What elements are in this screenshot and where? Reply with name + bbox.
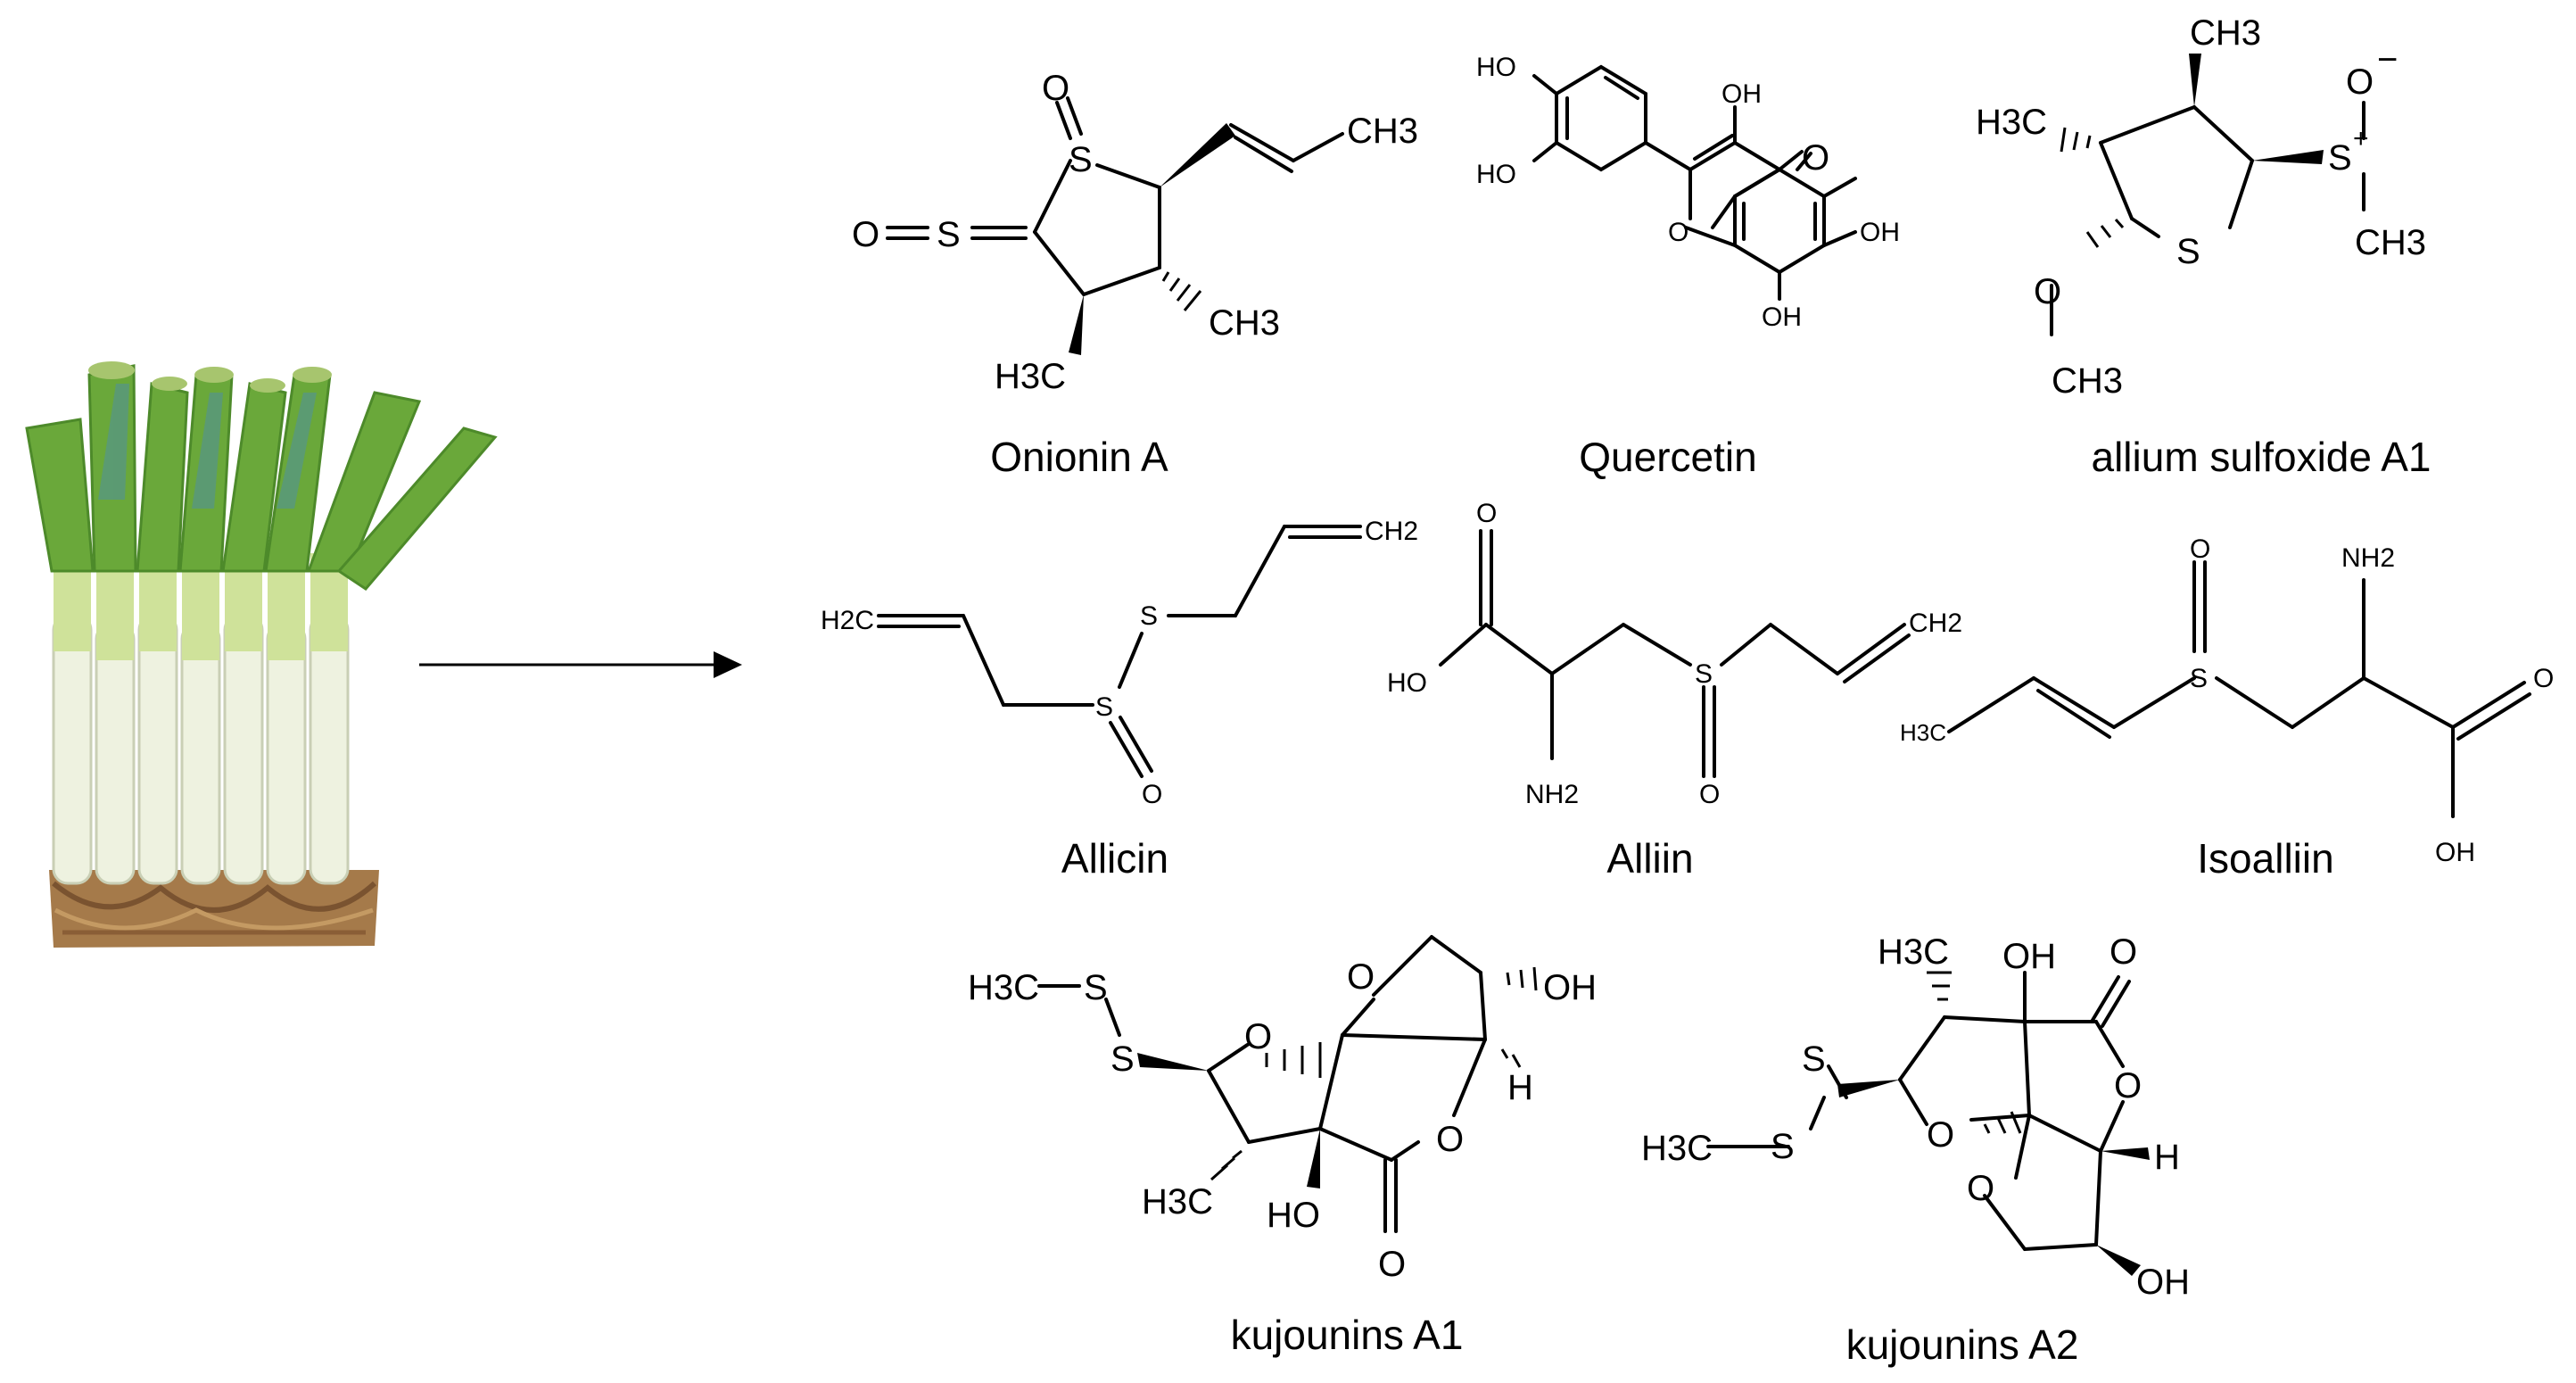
- atom-h3c: H3C: [968, 968, 1039, 1007]
- atom-o: O: [1699, 780, 1720, 809]
- atom-ch2: CH2: [1909, 609, 1962, 638]
- atom-o: O: [2346, 62, 2374, 102]
- atom-s: S: [1771, 1127, 1795, 1166]
- compound-label: Quercetin: [1579, 434, 1756, 480]
- atom-o: O: [2190, 534, 2210, 564]
- atom-s: S: [1084, 968, 1108, 1007]
- atom-oh: OH: [1543, 968, 1597, 1007]
- compound-label: Onionin A: [990, 434, 1168, 480]
- structure-kujounins-a1: H3C S S O O O OH H H3C HO O kujounins A1: [968, 935, 1597, 1358]
- atom-oh: OH: [1721, 79, 1762, 109]
- atom-o: O: [1802, 138, 1829, 178]
- atom-h3c: H3C: [1976, 103, 2047, 142]
- atom-s: S: [2190, 664, 2208, 693]
- atom-oh: OH: [2435, 838, 2475, 867]
- atom-s: S: [1095, 692, 1113, 722]
- atom-s: S: [937, 215, 961, 254]
- atom-o: O: [2110, 932, 2137, 972]
- atom-o: O: [1347, 957, 1375, 997]
- atom-ch3: CH3: [1347, 112, 1418, 151]
- atom-h3c: H3C: [995, 357, 1066, 396]
- charge-plus: +: [2353, 124, 2369, 153]
- atom-o: O: [1244, 1017, 1272, 1056]
- compound-label: Allicin: [1061, 835, 1168, 882]
- atom-o: O: [1436, 1120, 1464, 1159]
- structure-alliin: O HO NH2 S O CH2 Alliin: [1387, 499, 1962, 882]
- atom-o: O: [1142, 780, 1162, 809]
- structure-onionin-a: S O S O CH3 CH3 H3C Onionin A: [852, 69, 1418, 480]
- atom-h: H: [1507, 1068, 1533, 1107]
- atom-s: S: [1695, 659, 1713, 689]
- atom-h3c: H3C: [1900, 719, 1946, 746]
- structure-kujounins-a2: H3C OH O S S H3C O O O H OH kujounins A2: [1641, 932, 2190, 1368]
- atom-s: S: [2328, 138, 2352, 178]
- atom-nh2: NH2: [2341, 543, 2395, 573]
- charge-minus: −: [2377, 40, 2398, 79]
- atom-s: S: [1140, 601, 1158, 631]
- atom-h3c: H3C: [1641, 1129, 1713, 1168]
- atom-ho: HO: [1476, 160, 1516, 189]
- atom-s: S: [1069, 140, 1093, 179]
- structure-allicin: H2C CH2 S S O Allicin: [821, 517, 1418, 882]
- leek-bunch-icon: [25, 361, 498, 948]
- atom-nh2: NH2: [1525, 780, 1579, 809]
- structure-allium-sulfoxide-a1: CH3 H3C S S + O − CH3 O CH3 allium sulfo…: [1976, 13, 2431, 480]
- atom-ch3: CH3: [1209, 303, 1280, 343]
- atom-o: O: [1927, 1115, 1954, 1155]
- atom-s: S: [2176, 232, 2200, 271]
- atom-o: O: [1476, 499, 1497, 528]
- atom-h3c: H3C: [1142, 1182, 1213, 1222]
- structure-isoalliin: H3C S O NH2 O OH Isoalliin: [1900, 534, 2554, 882]
- atom-o: O: [1668, 218, 1688, 247]
- atom-o: O: [1967, 1169, 1994, 1208]
- atom-ch3: CH3: [2190, 13, 2261, 53]
- atom-ho: HO: [1387, 668, 1427, 698]
- atom-ch3: CH3: [2052, 361, 2123, 401]
- compound-label: allium sulfoxide A1: [2092, 434, 2432, 480]
- compound-label: Alliin: [1606, 835, 1693, 882]
- compound-label: Isoalliin: [2197, 835, 2333, 882]
- atom-oh: OH: [2136, 1263, 2190, 1302]
- atom-h: H: [2154, 1138, 2180, 1177]
- atom-ho: HO: [1267, 1196, 1320, 1235]
- atom-o: O: [1042, 69, 1069, 108]
- atom-h2c: H2C: [821, 606, 874, 635]
- atom-h3c: H3C: [1878, 932, 1949, 972]
- compound-label: kujounins A2: [1846, 1321, 2079, 1368]
- structure-quercetin: HO HO OH O O OH OH Quercetin: [1476, 53, 1900, 480]
- atom-o: O: [2114, 1066, 2142, 1106]
- atom-o: O: [852, 215, 879, 254]
- atom-o: O: [2034, 272, 2061, 311]
- atom-ch3: CH3: [2355, 223, 2426, 262]
- atom-s: S: [1110, 1039, 1135, 1079]
- atom-s: S: [1802, 1039, 1826, 1079]
- atom-ch2: CH2: [1365, 517, 1418, 546]
- atom-o: O: [2533, 664, 2554, 693]
- atom-oh: OH: [2002, 937, 2056, 976]
- atom-o: O: [1378, 1245, 1406, 1284]
- atom-oh: OH: [1762, 302, 1802, 332]
- atom-oh: OH: [1860, 218, 1900, 247]
- atom-ho: HO: [1476, 53, 1516, 82]
- compound-label: kujounins A1: [1231, 1312, 1464, 1358]
- reaction-arrow: [419, 651, 742, 678]
